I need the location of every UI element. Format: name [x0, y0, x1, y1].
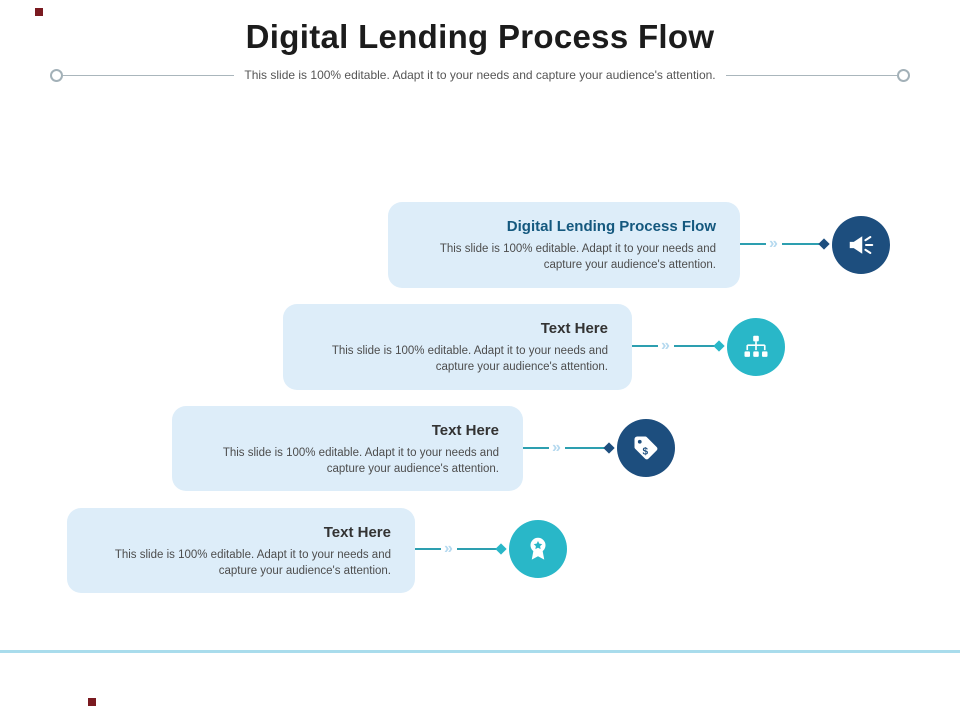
slide-title: Digital Lending Process Flow [245, 18, 715, 55]
decor-line-left [63, 74, 235, 76]
connector-3: » [523, 438, 615, 458]
arrow-diamond [603, 442, 615, 454]
step-description: This slide is 100% editable. Adapt it to… [331, 345, 608, 373]
connector-line [523, 447, 607, 449]
bottom-accent-line [0, 650, 960, 653]
step-card-1: Digital Lending Process Flow This slide … [388, 202, 740, 288]
connector-4: » [415, 539, 507, 559]
step-description: This slide is 100% editable. Adapt it to… [439, 243, 716, 271]
line-end-circle-right [897, 68, 911, 82]
step-description: This slide is 100% editable. Adapt it to… [114, 549, 391, 577]
step-card-2: Text Here This slide is 100% editable. A… [283, 304, 632, 390]
chevron-glyph: » [441, 539, 457, 559]
step-card-4: Text Here This slide is 100% editable. A… [67, 508, 415, 593]
corner-accent-top-left [35, 8, 43, 16]
icon-circle-4 [509, 520, 567, 578]
hierarchy-icon [744, 335, 768, 357]
connector-line [632, 345, 717, 347]
icon-circle-1 [832, 216, 890, 274]
arrow-diamond [818, 238, 830, 250]
icon-circle-2 [727, 318, 785, 376]
step-title: Digital Lending Process Flow [506, 218, 716, 235]
slide-subtitle: This slide is 100% editable. Adapt it to… [244, 68, 716, 82]
step-card-3: Text Here This slide is 100% editable. A… [172, 406, 523, 491]
decor-line-right [725, 74, 898, 76]
chevron-glyph: » [658, 336, 674, 356]
connector-2: » [632, 336, 725, 356]
svg-text:$: $ [643, 447, 649, 458]
corner-accent-bottom-left [88, 698, 96, 706]
step-description: This slide is 100% editable. Adapt it to… [222, 447, 499, 475]
line-end-circle-left [50, 68, 63, 82]
step-title: Text Here [540, 320, 608, 337]
chevron-glyph: » [549, 438, 565, 458]
connector-line [415, 548, 499, 550]
award-ribbon-icon [530, 537, 546, 560]
arrow-diamond [713, 340, 725, 352]
icon-circle-3: $ [617, 419, 675, 477]
price-tag-icon: $ [634, 436, 658, 460]
chevron-glyph: » [766, 234, 782, 254]
step-title: Text Here [323, 524, 391, 541]
step-title: Text Here [431, 422, 499, 439]
megaphone-icon [849, 236, 874, 254]
subtitle-row: This slide is 100% editable. Adapt it to… [50, 66, 911, 84]
connector-1: » [740, 234, 830, 254]
arrow-diamond [495, 543, 507, 555]
